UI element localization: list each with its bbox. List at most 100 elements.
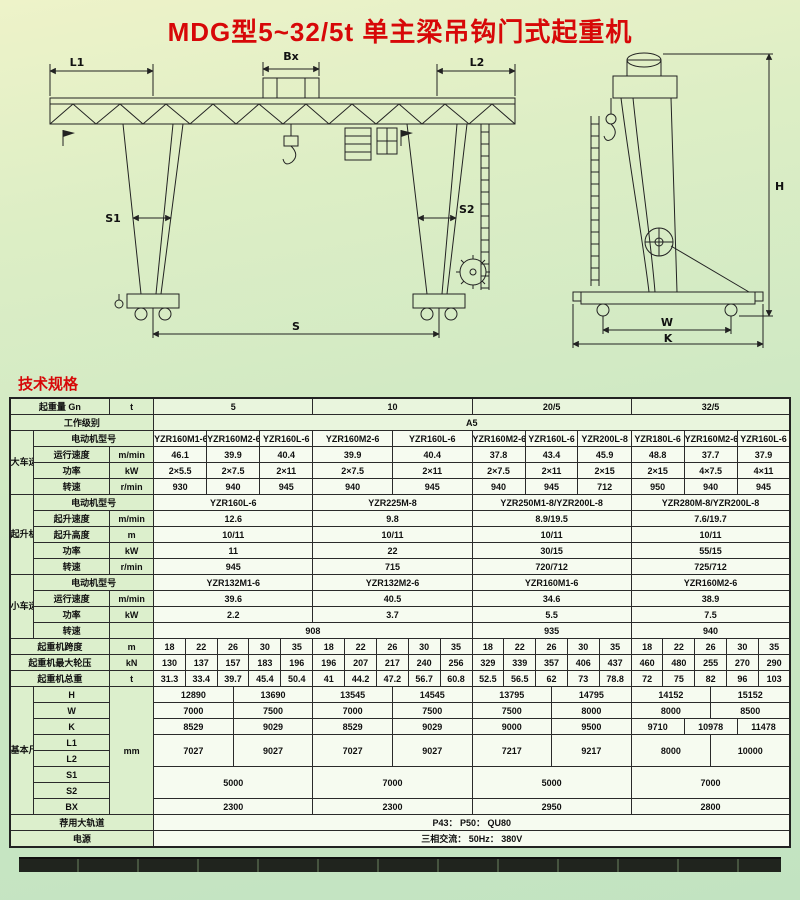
spec-value-cell: 10/11 [630,526,791,543]
spec-value-cell: 78.8 [598,670,632,687]
spec-value-cell: 22 [503,638,537,655]
spec-value-cell: 56.7 [407,670,441,687]
spec-unit-label [109,622,155,639]
side-elevation-view [572,52,773,348]
spec-value-cell: 8000 [630,702,712,719]
spec-value-cell: 940 [206,478,261,495]
spec-value-cell: 13795 [471,686,553,703]
spec-value-cell: YZR160M2-6 [206,430,261,447]
spec-value-cell: 7500 [391,702,473,719]
spec-value-cell: 96 [726,670,759,687]
spec-row-label: 电动机型号 [33,494,155,511]
spec-value-cell: 7.5 [630,606,791,623]
spec-value-cell: 940 [683,478,738,495]
spec-value-cell: 7000 [153,702,234,719]
spec-unit-label: r/min [109,478,155,495]
spec-header-cell: 32/5 [630,397,791,415]
spec-value-cell: 2×7.5 [312,462,393,479]
spec-value-cell: 157 [216,654,250,671]
spec-value-cell: 945 [524,478,579,495]
spec-value-cell: 715 [312,558,473,575]
spec-value-cell: 44.2 [344,670,377,687]
spec-value-cell: 45.9 [577,446,632,463]
spec-value-cell: YZR160L-6 [736,430,791,447]
spec-value-cell: 33.4 [184,670,218,687]
spec-row: 大车运行机构电动机型号YZR160M1-6YZR160M2-6YZR160L-6… [9,430,791,495]
spec-value-cell: 7.6/19.7 [630,510,791,527]
dim-label-l2: L2 [470,56,485,69]
specs-section-title: 技术规格 [18,376,79,393]
spec-value-cell: 103 [757,670,791,687]
spec-value-cell: 35 [598,638,632,655]
spec-value-cell: 9500 [551,718,632,735]
spec-row: 基本尺寸Hmm128901369013545145451379514795141… [9,686,791,815]
spec-row-label: 荐用大轨道 [9,814,155,831]
spec-row-label: 功率 [33,462,111,479]
spec-row-label: 转速 [33,558,111,575]
spec-value-cell: 945 [153,558,314,575]
spec-value-cell: 2×11 [524,462,579,479]
spec-row: S2 [10,782,791,799]
spec-row-label: 起重机总重 [9,670,111,687]
spec-value-cell: 5000 [471,766,632,799]
spec-value-cell: 7000 [312,766,473,799]
spec-value-cell: P43： P50： QU80 [153,814,791,831]
spec-value-cell: 39.9 [206,446,261,463]
spec-group-label: 小车运行机构 [9,574,35,639]
spec-value-cell: 41 [312,670,346,687]
spec-value-cell: 10/11 [153,526,314,543]
spec-value-cell: 26 [216,638,250,655]
spec-value-cell: 130 [153,654,186,671]
spec-value-cell: 10/11 [312,526,473,543]
dim-label-s1: S1 [105,212,121,225]
spec-value-cell: 43.4 [524,446,579,463]
spec-value-cell: 437 [598,654,632,671]
spec-value-cell: 2300 [153,798,314,815]
spec-value-cell: 329 [471,654,505,671]
spec-row-label: 转速 [33,622,111,639]
spec-value-cell: 39.6 [153,590,314,607]
spec-value-cell: 7500 [471,702,553,719]
spec-value-cell: 52.5 [471,670,505,687]
spec-value-cell: 270 [726,654,759,671]
spec-value-cell: 30 [407,638,441,655]
spec-value-cell: 9029 [391,718,473,735]
spec-value-cell: 22 [312,542,473,559]
dim-label-w: W [661,316,673,329]
spec-value-cell: YZR160M2-6 [683,430,738,447]
specs-table: 起重量 Gnt51020/532/5工作级别A5大车运行机构电动机型号YZR16… [8,397,792,848]
spec-value-cell: 9027 [391,734,473,767]
spec-value-cell: 39.9 [312,446,393,463]
spec-value-cell: 40.4 [259,446,314,463]
spec-value-cell: 255 [694,654,728,671]
spec-row-label: 电动机型号 [33,574,155,591]
spec-value-cell: 75 [662,670,696,687]
spec-header-cell: A5 [153,414,791,431]
spec-value-cell: 60.8 [439,670,473,687]
spec-unit-label: t [109,397,155,415]
spec-value-cell: 207 [344,654,377,671]
spec-value-cell: 12890 [153,686,234,703]
spec-value-cell: 35 [439,638,473,655]
spec-value-cell: 48.8 [630,446,685,463]
dim-label-k: K [664,332,673,345]
spec-value-cell: YZR160M2-6 [471,430,526,447]
spec-value-cell: 2800 [630,798,791,815]
spec-value-cell: 406 [566,654,600,671]
spec-value-cell: YZR132M2-6 [312,574,473,591]
spec-value-cell: 8529 [312,718,393,735]
spec-value-cell: 8.9/19.5 [471,510,632,527]
spec-value-cell: 357 [535,654,568,671]
spec-value-cell: YZR132M1-6 [153,574,314,591]
spec-value-cell: 10/11 [471,526,632,543]
